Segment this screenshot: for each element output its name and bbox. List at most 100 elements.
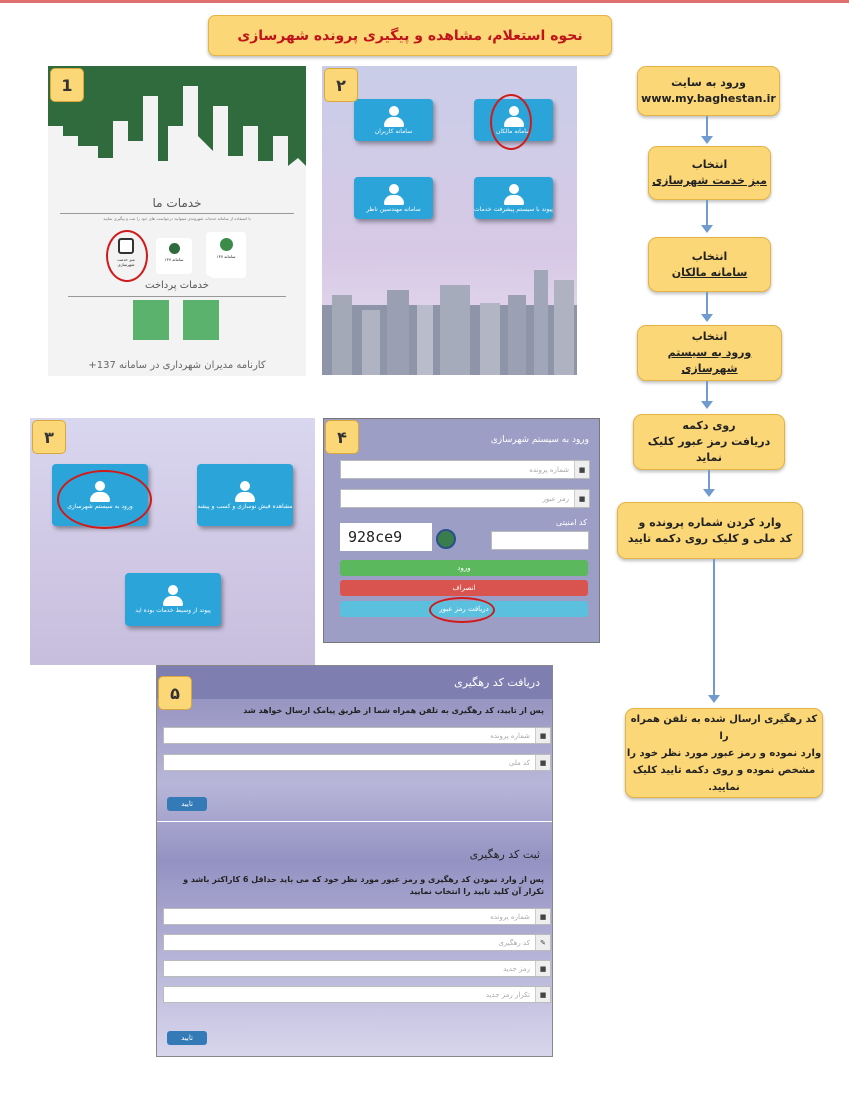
- highlight-circle: [490, 94, 532, 150]
- user-icon: [383, 183, 405, 206]
- service-label: سامانه ۱۳۷: [216, 254, 236, 259]
- placeholder: شماره پرونده: [490, 912, 530, 921]
- tile-label: مشاهده فیش نوسازی و کسب و پیشه: [197, 502, 293, 510]
- tile-label: سامانه کاربران: [374, 127, 413, 135]
- login-heading: ورود به سیستم شهرسازی: [490, 435, 589, 445]
- tile-services-link[interactable]: پیوند از وسیط خدمات بوده اید: [125, 573, 221, 626]
- tile-label: پیوند از وسیط خدمات بوده اید: [135, 607, 211, 614]
- id-card-icon: ■: [535, 755, 550, 770]
- placeholder: شماره پرونده: [490, 731, 530, 740]
- pencil-icon: ✎: [535, 935, 550, 950]
- tile-label: سامانه مهندسین ناظر: [366, 205, 421, 213]
- placeholder: کد رهگیری: [498, 938, 530, 947]
- tracking-heading: دریافت کد رهگیری: [454, 676, 540, 689]
- flow-arrow: [708, 559, 720, 703]
- service-icon: [219, 238, 233, 251]
- screenshot-step-4: ورود به سیستم شهرسازی ■ شماره پرونده ■ رمز…: [323, 418, 600, 643]
- cancel-button[interactable]: انصراف: [340, 580, 588, 596]
- placeholder: رمز جدید: [503, 964, 530, 973]
- lock-icon: ■: [574, 490, 589, 507]
- national-code-field[interactable]: ■ کد ملی: [163, 754, 551, 771]
- flow-arrow: [701, 381, 713, 409]
- header-bar: [157, 666, 552, 699]
- user-icon: [503, 183, 525, 206]
- file-number-field-2[interactable]: ■ شماره پرونده: [163, 908, 551, 925]
- flow-arrow: [701, 200, 713, 233]
- screenshot-step-2: سامانه مالکان سامانه کاربران پیوند با سی…: [322, 66, 577, 375]
- step-badge-3: ۳: [32, 420, 66, 454]
- placeholder: کد ملی: [508, 758, 530, 767]
- file-icon: ■: [535, 909, 550, 924]
- captcha-image: 928ce9: [340, 523, 432, 551]
- top-border: [0, 0, 849, 3]
- highlight-circle: [57, 470, 152, 529]
- desk-icon: [118, 238, 134, 254]
- skyline-illustration: [48, 66, 306, 166]
- flow-arrow: [703, 470, 715, 497]
- login-button[interactable]: ورود: [340, 560, 588, 576]
- placeholder: تکرار رمز جدید: [485, 990, 530, 999]
- divider: [68, 296, 286, 297]
- service-label: میز خدمت شهرسازی: [117, 257, 135, 267]
- divider: [60, 213, 294, 214]
- tile-renovation-receipt[interactable]: مشاهده فیش نوسازی و کسب و پیشه: [197, 464, 293, 526]
- tile-engineers-system[interactable]: سامانه مهندسین ناظر: [354, 177, 433, 219]
- user-icon: [162, 585, 184, 607]
- tracking-code-field[interactable]: ✎ کد رهگیری: [163, 934, 551, 951]
- service-137[interactable]: سامانه ۱۳۷: [156, 238, 192, 274]
- register-desc: پس از وارد نمودن کد رهگیری و رمز عبور مو…: [183, 875, 544, 896]
- user-icon: [234, 480, 256, 503]
- step-badge-2: ۲: [324, 68, 358, 102]
- file-icon: ■: [574, 461, 589, 478]
- highlight-circle: [106, 230, 148, 282]
- payment-tile-1[interactable]: [133, 300, 169, 340]
- tile-label: پیوند با سیستم پیشرفت خدمات: [474, 205, 553, 213]
- file-number-field[interactable]: ■ شماره پرونده: [163, 727, 551, 744]
- captcha-input[interactable]: [491, 531, 589, 550]
- screenshot-step-1: خدمات ما با استفاده از سامانه خدمات شهرو…: [48, 66, 306, 376]
- flow-arrow: [701, 116, 713, 144]
- screenshot-step-3: ورود به سیستم شهرسازی مشاهده فیش نوسازی …: [30, 418, 315, 665]
- users-icon: [383, 105, 405, 128]
- screenshot-step-5: دریافت کد رهگیری پس از تایید، کد رهگیری …: [156, 665, 553, 1057]
- flow-arrow: [701, 292, 713, 322]
- divider: [157, 821, 552, 822]
- password-field[interactable]: ■ رمز عبور: [340, 489, 590, 508]
- register-heading: ثبت کد رهگیری: [469, 848, 540, 861]
- captcha-label: کد امنیتی: [556, 518, 587, 527]
- step-badge-4: ۴: [325, 420, 359, 454]
- confirm-button-2[interactable]: تایید: [167, 1031, 207, 1045]
- tile-users-system[interactable]: سامانه کاربران: [354, 99, 433, 141]
- service-icon: [168, 243, 180, 254]
- lock-icon: ■: [535, 987, 550, 1002]
- service-urban-desk[interactable]: میز خدمت شهرسازی: [110, 234, 142, 276]
- lock-icon: ■: [535, 961, 550, 976]
- file-number-field[interactable]: ■ شماره پرونده: [340, 460, 590, 479]
- services-subtitle: با استفاده از سامانه خدمات شهروندی میتوا…: [103, 216, 251, 221]
- file-icon: ■: [535, 728, 550, 743]
- confirm-button[interactable]: تایید: [167, 797, 207, 811]
- step-badge-5: ۵: [158, 676, 192, 710]
- footer-text: کارنامه مدیران شهرداری در سامانه 137+: [88, 360, 266, 371]
- service-137-b[interactable]: سامانه ۱۳۷: [206, 232, 246, 276]
- step-badge-1: 1: [50, 68, 84, 102]
- service-label: سامانه ۱۳۷: [164, 257, 184, 262]
- placeholder: شماره پرونده: [529, 465, 569, 474]
- placeholder: رمز عبور: [542, 494, 569, 503]
- payment-tile-2[interactable]: [183, 300, 219, 340]
- payment-heading: خدمات پرداخت: [145, 280, 209, 291]
- new-password-field[interactable]: ■ رمز جدید: [163, 960, 551, 977]
- refresh-icon[interactable]: [436, 529, 456, 549]
- repeat-password-field[interactable]: ■ تکرار رمز جدید: [163, 986, 551, 1003]
- city-skyline-photo: [322, 270, 577, 375]
- tracking-desc: پس از تایید، کد رهگیری به تلفن همراه شما…: [243, 706, 544, 715]
- services-heading: خدمات ما: [152, 196, 202, 210]
- tile-services-link[interactable]: پیوند با سیستم پیشرفت خدمات: [474, 177, 553, 219]
